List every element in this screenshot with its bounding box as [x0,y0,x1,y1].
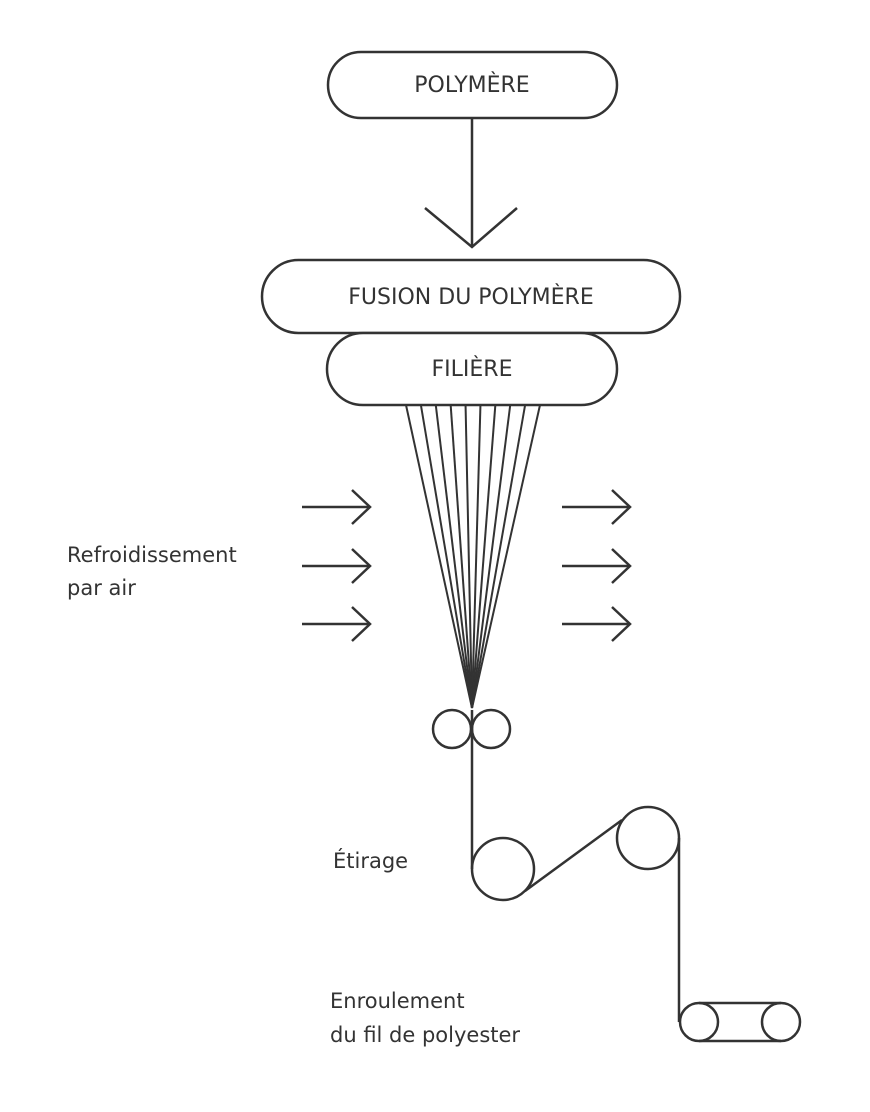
draw-roller-2 [615,805,681,871]
arrow-right-icon [302,606,372,642]
cooling-label-line2: par air [67,576,136,600]
drawing-label: Étirage [333,849,409,873]
air-arrows-out [562,489,632,642]
filaments [405,404,541,709]
down-arrow-icon [424,118,518,249]
spinneret-box-label: FILIÈRE [432,356,513,382]
winding-label-line1: Enroulement [330,989,465,1013]
arrow-right-icon [302,489,372,525]
filament-line [471,404,497,709]
filament-line [419,404,473,709]
cooling-label-line1: Refroidissement [67,543,237,567]
spinneret-box [325,331,619,407]
winding-bobbin [678,1001,802,1043]
polymer-box-label: POLYMÈRE [414,72,529,98]
filament-line [471,404,541,709]
arrow-right-icon [562,489,632,525]
yarn-path [470,710,681,1022]
filament-line [434,404,473,709]
arrow-right-icon [562,606,632,642]
draw-roller-1 [470,836,536,902]
arrow-right-icon [302,548,372,584]
filament-line [449,404,473,709]
melt-box-label: FUSION DU POLYMÈRE [348,284,593,310]
winding-label-line2: du fil de polyester [330,1023,521,1047]
filament-line [471,404,482,709]
air-arrows-in [302,489,372,642]
filament-line [471,404,527,709]
filament-line [471,404,512,709]
filament-line [405,404,473,709]
filament-line [464,404,473,709]
arrow-right-icon [562,548,632,584]
